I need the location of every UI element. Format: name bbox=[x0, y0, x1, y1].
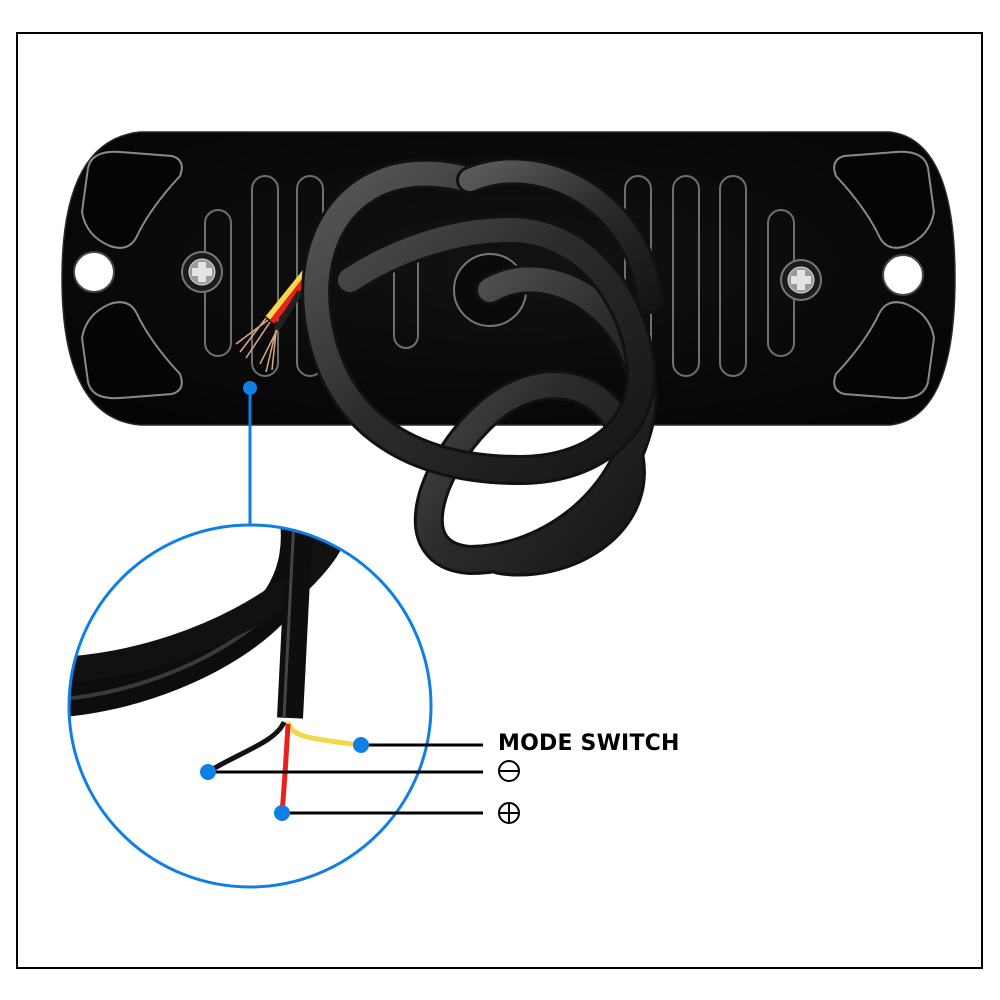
wire-black bbox=[206, 720, 287, 775]
screw-left bbox=[181, 251, 223, 293]
callout-leaders bbox=[200, 737, 483, 821]
zoom-detail bbox=[67, 523, 433, 889]
exposed-wire-ends bbox=[235, 270, 308, 373]
light-housing bbox=[61, 131, 956, 426]
right-arc-cutouts bbox=[833, 150, 936, 400]
left-arc-cutouts bbox=[80, 150, 183, 400]
callout-dot-positive bbox=[274, 805, 290, 821]
coiled-cable bbox=[301, 157, 664, 577]
positive-terminal-icon bbox=[498, 802, 520, 824]
mounting-hole-right bbox=[882, 254, 924, 296]
wire-yellow bbox=[285, 721, 362, 748]
mode-switch-label: MODE SWITCH bbox=[498, 731, 680, 756]
wire-red bbox=[279, 723, 291, 814]
negative-terminal-icon bbox=[498, 760, 520, 782]
callout-dot-mode-switch bbox=[353, 737, 369, 753]
image-frame bbox=[16, 32, 983, 969]
screw-right bbox=[780, 259, 822, 301]
right-vent-slots bbox=[624, 175, 795, 377]
zoom-pointer bbox=[243, 381, 257, 525]
zoom-circle bbox=[67, 523, 433, 889]
mounting-hole-left bbox=[73, 251, 115, 293]
callout-dot-negative bbox=[200, 764, 216, 780]
